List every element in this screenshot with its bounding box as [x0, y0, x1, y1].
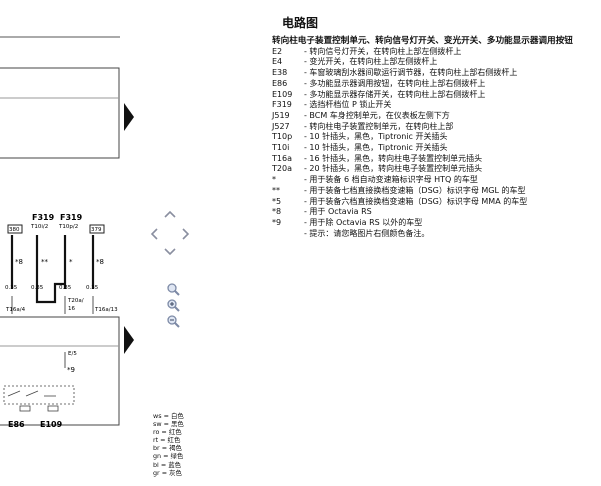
- wire-size-3: 0.35: [59, 285, 72, 291]
- legend-code: T16a: [272, 153, 292, 163]
- legend-row: E86 - 多功能显示器调用按钮，在转向柱上部右侧拨杆上: [272, 79, 601, 90]
- zoom-out-icon[interactable]: [166, 314, 180, 328]
- component-e86: E86: [8, 420, 25, 429]
- connector-380: 380: [9, 227, 20, 233]
- legend-row: E2 - 转向信号灯开关，在转向柱上部左侧拨杆上: [272, 47, 601, 58]
- f319-a-label: F319: [32, 213, 55, 222]
- legend-row: J519 - BCM 车身控制单元，在仪表板左侧下方: [272, 111, 601, 122]
- connector-379: 379: [91, 227, 102, 233]
- legend-desc: - 10 针插头，黑色，Tiptronic 开关插头: [304, 132, 448, 142]
- pin-e5: E/5: [68, 351, 77, 357]
- legend-code: *: [272, 175, 276, 185]
- legend-desc: - 用于除 Octavia RS 以外的车型: [304, 217, 423, 227]
- color-key-row: rt = 红色: [153, 436, 181, 445]
- chevron-left-icon[interactable]: [150, 228, 158, 240]
- legend-code: T20a: [272, 164, 292, 174]
- component-e109: E109: [40, 420, 63, 429]
- f319-a-pin: T10i/2: [30, 224, 48, 230]
- f319-b-pin: T10p/2: [58, 224, 78, 230]
- chevron-down-icon[interactable]: [164, 248, 176, 256]
- legend-row: J527 - 转向柱电子装置控制单元，在转向柱上部: [272, 122, 601, 133]
- legend-heading: 转向柱电子装置控制单元、转向信号灯开关、变光开关、多功能显示器调用按钮: [272, 36, 573, 46]
- legend-desc: - 用于装备 6 档自动变速箱标识字母 HTQ 的车型: [304, 175, 478, 185]
- legend-row: * - 用于装备 6 档自动变速箱标识字母 HTQ 的车型: [272, 175, 601, 186]
- legend-desc: - 变光开关，在转向柱上部左侧拨杆上: [304, 57, 438, 67]
- legend-desc: - 车窗玻璃刮水器间歇运行调节器，在转向柱上部右侧拨杆上: [304, 68, 518, 78]
- pan-navigation-pad: [148, 210, 192, 258]
- circuit-diagram: F319 T10i/2 F319 T10p/2 380 379 *8 ** * …: [0, 36, 120, 429]
- legend-code: E4: [272, 57, 283, 67]
- next-section-arrow-icon[interactable]: [124, 326, 134, 354]
- legend-row: T10i - 10 针插头，黑色，Tiptronic 开关插头: [272, 143, 601, 154]
- legend-row: *8 - 用于 Octavia RS: [272, 207, 601, 218]
- star-9: *9: [67, 366, 75, 374]
- legend-desc: - 多功能显示器存储开关，在转向柱上部右侧拨杆上: [304, 89, 486, 99]
- next-page-arrow-icon[interactable]: [124, 103, 134, 131]
- legend-code: **: [272, 185, 280, 195]
- legend-desc: - 选挡杆档位 P 锁止开关: [304, 100, 392, 110]
- magnifier-icon[interactable]: [166, 282, 180, 296]
- color-key-row: ws = 白色: [153, 412, 184, 420]
- legend-code: *8: [272, 207, 282, 217]
- legend-desc: - 转向信号灯开关，在转向柱上部左侧拨杆上: [304, 46, 462, 56]
- legend-code: J527: [272, 121, 290, 131]
- legend-code: T10p: [272, 132, 293, 142]
- legend-row: T16a - 16 针插头，黑色，转向柱电子装置控制单元插头: [272, 154, 601, 165]
- legend-desc: - BCM 车身控制单元，在仪表板左侧下方: [304, 110, 450, 120]
- wire-color-key: ws = 白色 sw = 黑色 ro = 红色 rt = 红色 br = 褐色 …: [153, 412, 184, 477]
- legend-code: *9: [272, 217, 282, 227]
- legend-desc: - 多功能显示器调用按钮，在转向柱上部右侧拨杆上: [304, 78, 486, 88]
- legend-row: E38 - 车窗玻璃刮水器间歇运行调节器，在转向柱上部右侧拨杆上: [272, 68, 601, 79]
- legend-desc: - 10 针插头，黑色，Tiptronic 开关插头: [304, 143, 448, 153]
- wire-size-2: 0.35: [31, 285, 44, 291]
- pin-t20a: T20a/: [67, 298, 84, 304]
- legend-row: ** - 用于装备七档直接换档变速箱（DSG）标识字母 MGL 的车型: [272, 186, 601, 197]
- zoom-in-icon[interactable]: [166, 298, 180, 312]
- legend-row: E4 - 变光开关，在转向柱上部左侧拨杆上: [272, 57, 601, 68]
- legend-hint: - 提示：请您略图片右侧颜色备注。: [304, 228, 430, 238]
- legend-row: *9 - 用于除 Octavia RS 以外的车型: [272, 218, 601, 229]
- legend-row: T20a - 20 针插头，黑色，转向柱电子装置控制单元插头: [272, 164, 601, 175]
- wire-mark-1: *8: [15, 258, 23, 266]
- legend-desc: - 用于装备七档直接换档变速箱（DSG）标识字母 MGL 的车型: [304, 185, 526, 195]
- pin-t16a13: T16a/13: [94, 307, 118, 313]
- pin-t20a-num: 16: [68, 306, 75, 312]
- wire-mark-3: *: [69, 258, 73, 266]
- color-key-row: ro = 红色: [153, 428, 182, 437]
- legend-desc: - 用于装备六档直接换档变速箱（DSG）标识字母 MMA 的车型: [304, 196, 528, 206]
- legend-code: E109: [272, 89, 293, 99]
- legend-code: F319: [272, 100, 292, 110]
- wire-mark-4: *8: [96, 258, 104, 266]
- legend-row: E109 - 多功能显示器存储开关，在转向柱上部右侧拨杆上: [272, 90, 601, 101]
- legend-desc: - 转向柱电子装置控制单元，在转向柱上部: [304, 121, 454, 131]
- legend-code: E2: [272, 46, 283, 56]
- legend-row: F319 - 选挡杆档位 P 锁止开关: [272, 100, 601, 111]
- legend-desc: - 16 针插头，黑色，转向柱电子装置控制单元插头: [304, 153, 483, 163]
- component-legend: 转向柱电子装置控制单元、转向信号灯开关、变光开关、多功能显示器调用按钮 E2 - …: [272, 36, 601, 239]
- legend-desc: - 用于 Octavia RS: [304, 207, 372, 217]
- color-key-row: gn = 绿色: [153, 452, 184, 461]
- color-key-row: sw = 黑色: [153, 420, 184, 429]
- legend-code: E38: [272, 68, 288, 78]
- color-key-row: gr = 灰色: [153, 468, 182, 477]
- legend-row: *5 - 用于装备六档直接换档变速箱（DSG）标识字母 MMA 的车型: [272, 197, 601, 208]
- legend-code: *5: [272, 196, 282, 206]
- f319-b-label: F319: [60, 213, 83, 222]
- page-title: 电路图: [282, 16, 319, 30]
- legend-code: T10i: [272, 143, 290, 153]
- wire-mark-2: **: [41, 258, 49, 266]
- wire-size-4: 0.35: [86, 285, 99, 291]
- color-key-row: br = 褐色: [153, 444, 182, 453]
- legend-code: E86: [272, 78, 288, 88]
- legend-row: T10p - 10 针插头，黑色，Tiptronic 开关插头: [272, 132, 601, 143]
- color-key-row: bl = 蓝色: [153, 460, 182, 469]
- chevron-right-icon[interactable]: [182, 228, 190, 240]
- pin-t16a4: T16a/4: [5, 307, 26, 313]
- legend-code: J519: [272, 110, 290, 120]
- wire-size-1: 0.35: [5, 285, 18, 291]
- legend-desc: - 20 针插头，黑色，转向柱电子装置控制单元插头: [304, 164, 483, 174]
- chevron-up-icon[interactable]: [164, 210, 176, 218]
